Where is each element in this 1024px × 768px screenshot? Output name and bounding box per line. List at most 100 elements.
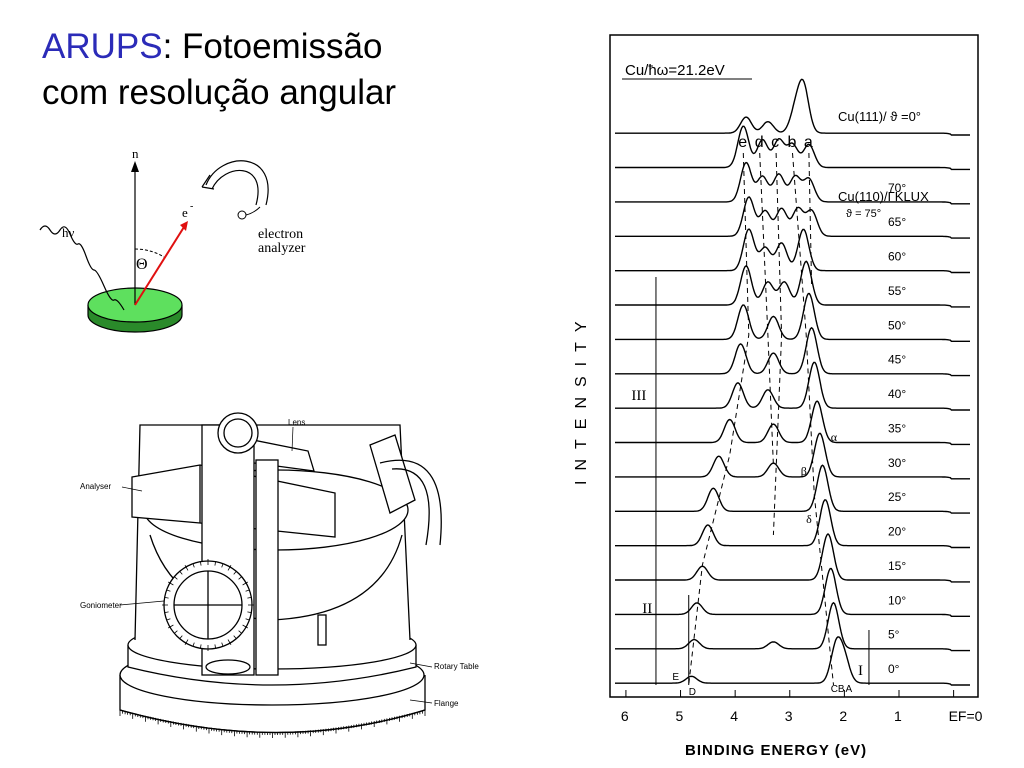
region-label: II <box>642 601 652 617</box>
dispersion-guide <box>808 152 813 286</box>
spectrum-curve <box>615 125 970 171</box>
spectrum-curve <box>615 196 970 239</box>
top-gear-inner <box>223 418 253 448</box>
lens-label: Lens <box>288 418 305 427</box>
series-label: Cu(110)/ΓKLUX <box>838 189 929 204</box>
peak-letter: b <box>788 134 797 151</box>
base-knob <box>205 659 251 675</box>
dispersion-guide <box>792 152 834 686</box>
peak-letter: a <box>804 134 813 151</box>
angle-label: 20° <box>888 525 906 539</box>
flange-leader <box>409 699 433 704</box>
spectrum-curve <box>615 326 970 377</box>
spectrum-curve <box>615 533 970 583</box>
band-letter: D <box>689 687 696 698</box>
region-label: I <box>858 663 863 679</box>
x-tick-label: EF=0 <box>949 708 983 724</box>
peak-letter: c <box>771 134 779 151</box>
photon-label: hν <box>62 225 75 240</box>
region-label: III <box>631 388 646 404</box>
normal-arrowhead <box>131 161 139 172</box>
rotary-table-label: Rotary Table <box>434 662 479 671</box>
angle-label: 15° <box>888 559 906 573</box>
goniometer-side-plate <box>255 459 279 676</box>
x-tick-label: 2 <box>839 708 847 724</box>
analyzer-exit <box>245 206 261 216</box>
right-arc-inner <box>391 468 430 546</box>
electron-arrowhead <box>180 221 188 231</box>
x-tick-label: 6 <box>621 708 629 724</box>
rotary-leader <box>409 662 433 668</box>
band-letter: C <box>831 684 838 695</box>
angle-label: 5° <box>888 628 900 642</box>
angle-labels: 70°65°60°55°50°45°40°35°30°25°20°15°10°5… <box>888 181 906 676</box>
angle-label: 70° <box>888 181 906 195</box>
angle-label: 0° <box>888 662 900 676</box>
dial-scale <box>162 559 254 651</box>
analyzer-inner <box>211 169 259 206</box>
spectrum-curve <box>615 161 970 205</box>
angle-label: Θ <box>136 256 148 273</box>
spectrum-curve <box>615 292 970 342</box>
angle-label: 60° <box>888 250 906 264</box>
peak-letter: e <box>738 134 747 151</box>
analyzer-label-2: analyzer <box>258 241 306 256</box>
angle-label: 30° <box>888 456 906 470</box>
analyser-label: Analyser <box>80 482 111 491</box>
spectra-header: Cu/ħω=21.2eV <box>625 62 725 79</box>
top-curve-label: Cu(111)/ ϑ =0° <box>838 109 921 124</box>
spectrum-curve <box>615 499 970 549</box>
analyzer-entrance <box>201 174 215 190</box>
angle-label: 25° <box>888 490 906 504</box>
apparatus-drawing: Lens Analyser Goniometer Rotary Table Fl… <box>80 412 479 738</box>
spectrum-curve <box>615 432 970 480</box>
electron-superscript: - <box>190 201 193 212</box>
spectrum-curve <box>615 567 970 617</box>
spectrum-curve <box>615 228 970 274</box>
arups-schematic: n hν e - Θ electron analyzer <box>39 146 306 333</box>
y-axis-label: INTENSITY <box>573 311 590 485</box>
normal-label: n <box>132 146 139 161</box>
angle-label: 45° <box>888 353 906 367</box>
first-angle-label: ϑ = 75° <box>846 208 881 220</box>
goniometer-label: Goniometer <box>80 601 122 610</box>
spectrum-curve <box>615 464 970 514</box>
right-arc <box>379 459 442 546</box>
slide-title: ARUPS: Fotoemissão com resolução angular <box>42 24 396 116</box>
spectrum-curve <box>615 361 970 411</box>
greek-label: δ <box>806 512 812 526</box>
spectrum-curve <box>615 400 970 446</box>
flange-label: Flange <box>434 699 459 708</box>
right-arm-upper <box>369 434 416 514</box>
angle-label: 65° <box>888 215 906 229</box>
angle-arc <box>134 248 165 258</box>
electron-arrow <box>134 226 185 306</box>
analyzer-outer <box>205 160 269 206</box>
support-post <box>317 614 327 646</box>
title-rest: : Fotoemissão <box>162 27 383 66</box>
greek-label: α <box>831 430 838 444</box>
spectra-curves <box>615 78 970 686</box>
electron-label: e <box>182 205 188 220</box>
lens-leader <box>291 426 294 452</box>
greek-label: β <box>801 464 807 478</box>
photon-wave <box>39 225 125 311</box>
x-tick-label: 3 <box>785 708 793 724</box>
peak-letter: d <box>755 134 764 151</box>
angle-label: 10° <box>888 593 906 607</box>
angle-label: 35° <box>888 421 906 435</box>
plot-frame <box>609 34 979 698</box>
flange-scale <box>119 710 426 738</box>
analyzer-detector <box>237 210 247 220</box>
spectrum-curve <box>615 601 970 652</box>
band-letter: B <box>838 684 845 695</box>
angle-label: 55° <box>888 284 906 298</box>
band-letter: E <box>672 672 679 683</box>
angle-label: 50° <box>888 318 906 332</box>
goniometer-leader <box>119 600 165 606</box>
arups-spectra-figure: Cu/ħω=21.2eV Cu(111)/ ϑ =0° Cu(110)/ΓKLU… <box>573 34 983 759</box>
spectrum-curve <box>615 260 970 308</box>
